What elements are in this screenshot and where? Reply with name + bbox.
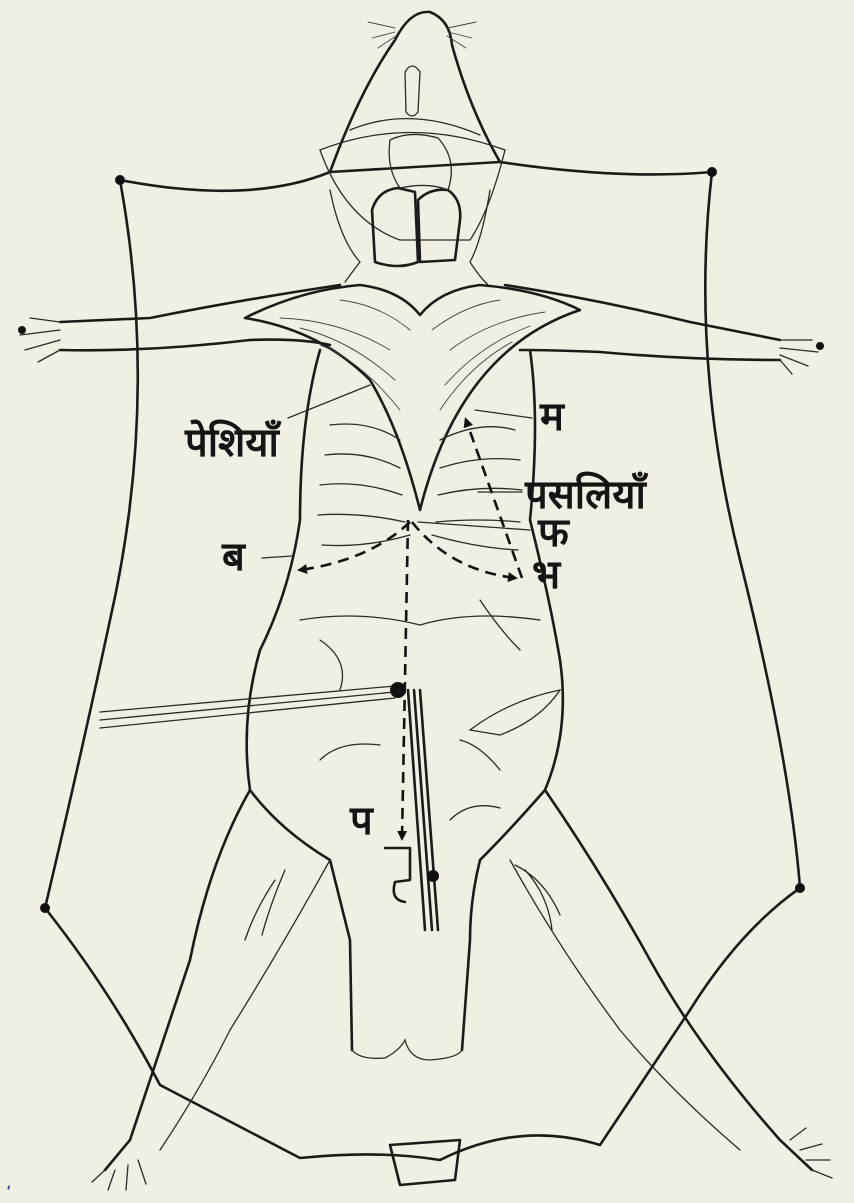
- forepaw-left: [20, 318, 60, 362]
- label-ph: फ: [537, 510, 571, 556]
- neck-block-1: [372, 188, 418, 266]
- label-m: म: [539, 394, 566, 440]
- label-b: ब: [221, 534, 247, 580]
- hindleg-left: [105, 790, 250, 1170]
- abdomen-flap-right: [470, 690, 560, 735]
- hindleg-right: [545, 790, 812, 1170]
- pin-top-right: [707, 167, 717, 177]
- pointer-m: [475, 410, 532, 418]
- scissors-handle: [385, 848, 410, 902]
- label-muscles: पेशियाँ: [184, 419, 282, 466]
- forelimb-left: [60, 285, 340, 350]
- pointer-b: [262, 556, 292, 558]
- hindfoot-left: [92, 1160, 146, 1190]
- neck-side-right: [470, 190, 490, 285]
- neck-block-3: [389, 134, 451, 190]
- ribs-left: [318, 424, 410, 546]
- label-bh: भ: [532, 552, 562, 598]
- ribs-right: [432, 427, 522, 550]
- pin-right-paw: [816, 342, 824, 350]
- pin-bottom-right: [795, 883, 805, 893]
- hind-legs-inner: [352, 1040, 462, 1060]
- mouth-opening: [405, 66, 420, 116]
- corner-mark: ʻ: [6, 1182, 12, 1203]
- cut-line-right-diagonal: [466, 420, 522, 578]
- pointer-muscles: [288, 385, 370, 418]
- cut-line-midline: [402, 520, 408, 838]
- neck-side-left: [330, 190, 360, 282]
- label-p: प: [349, 798, 374, 844]
- neck-block-2: [418, 190, 460, 262]
- pin-top-left: [115, 175, 125, 185]
- snout: [330, 12, 500, 172]
- hindleg-left-inner: [160, 860, 330, 1150]
- scissors-pivot: [427, 870, 439, 882]
- hindleg-left-muscle: [245, 870, 285, 940]
- cut-line-arc-right: [412, 522, 515, 578]
- scissors: [408, 690, 438, 930]
- tail-stub: [390, 1140, 460, 1185]
- forepaw-right: [780, 340, 818, 374]
- cut-line-arc-left: [300, 522, 410, 570]
- pin-bottom-left: [40, 903, 50, 913]
- pin-left-paw: [18, 326, 26, 334]
- pointer-ph: [418, 522, 530, 530]
- hindleg-right-muscle: [515, 865, 560, 930]
